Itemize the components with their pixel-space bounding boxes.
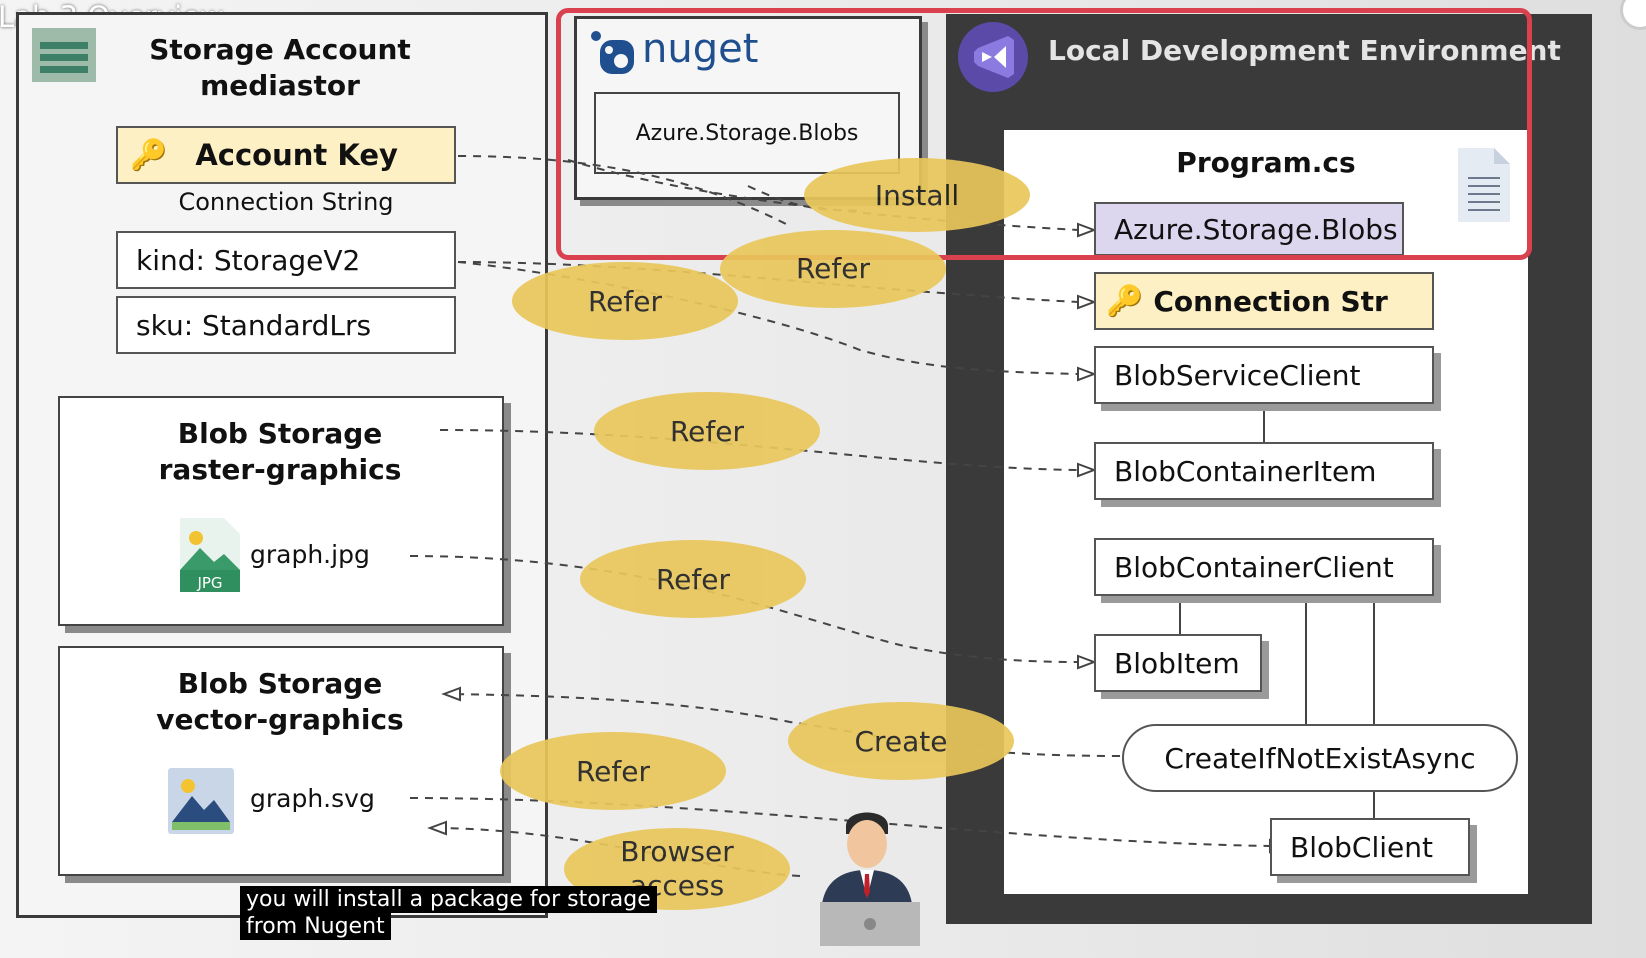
subtitle-line-1: you will install a package for storage: [240, 886, 657, 913]
svg-text:JPG: JPG: [196, 574, 222, 592]
blob-client-item: BlobClient: [1270, 818, 1470, 876]
nuget-logo-icon: [590, 30, 634, 74]
storage-account-title: Storage Account mediastor: [149, 33, 411, 102]
svg-image-icon: [168, 768, 234, 834]
vector-graphics-box: [58, 646, 504, 876]
key-icon: 🔑: [130, 137, 168, 173]
account-key-label: Account Key: [195, 138, 398, 172]
clock-icon: [1620, 0, 1646, 30]
program-cs-title: Program.cs: [1176, 146, 1356, 179]
vector-graphics-title: Blob Storage vector-graphics: [156, 667, 404, 736]
graph-jpg-label: graph.jpg: [250, 540, 370, 569]
refer-ellipse-3: Refer: [594, 392, 820, 470]
connection-str-item: 🔑 Connection Str: [1094, 272, 1434, 330]
blob-item: BlobItem: [1094, 634, 1262, 692]
install-ellipse: Install: [804, 158, 1030, 232]
refer-ellipse-4: Refer: [580, 540, 806, 618]
blob-service-client-item: BlobServiceClient: [1094, 346, 1434, 404]
jpg-file-icon: JPG: [180, 518, 240, 592]
graph-svg-label: graph.svg: [250, 784, 375, 813]
sku-box: sku: StandardLrs: [116, 296, 456, 354]
connection-str-label: Connection Str: [1153, 284, 1388, 318]
document-icon: [1458, 148, 1510, 222]
connection-string-label: Connection String: [178, 188, 394, 216]
visual-studio-icon: [958, 22, 1028, 92]
refer-ellipse-5: Refer: [500, 732, 726, 810]
blob-container-item: BlobContainerItem: [1094, 442, 1434, 500]
raster-graphics-title: Blob Storage raster-graphics: [158, 417, 402, 486]
kind-box: kind: StorageV2: [116, 231, 456, 289]
subtitle-block: you will install a package for storage f…: [240, 886, 657, 940]
subtitle-line-2: from Nugent: [240, 913, 391, 940]
raster-graphics-box: [58, 396, 504, 626]
azure-storage-blobs-item: Azure.Storage.Blobs: [1094, 202, 1404, 256]
refer-ellipse-2: Refer: [512, 262, 738, 340]
create-if-not-exist-item: CreateIfNotExistAsync: [1122, 724, 1518, 792]
account-key-box: 🔑 Account Key: [116, 126, 456, 184]
refer-ellipse-1: Refer: [720, 230, 946, 308]
blob-container-client-item: BlobContainerClient: [1094, 538, 1434, 596]
key-icon: 🔑: [1106, 283, 1144, 319]
storage-icon: [32, 28, 96, 82]
highlight-frame: [556, 8, 1532, 260]
create-ellipse: Create: [788, 702, 1014, 780]
nuget-package-box: Azure.Storage.Blobs: [594, 92, 900, 174]
user-avatar: [816, 808, 926, 948]
nuget-brand-label: nuget: [642, 26, 759, 72]
local-dev-title: Local Development Environment: [1048, 34, 1561, 67]
